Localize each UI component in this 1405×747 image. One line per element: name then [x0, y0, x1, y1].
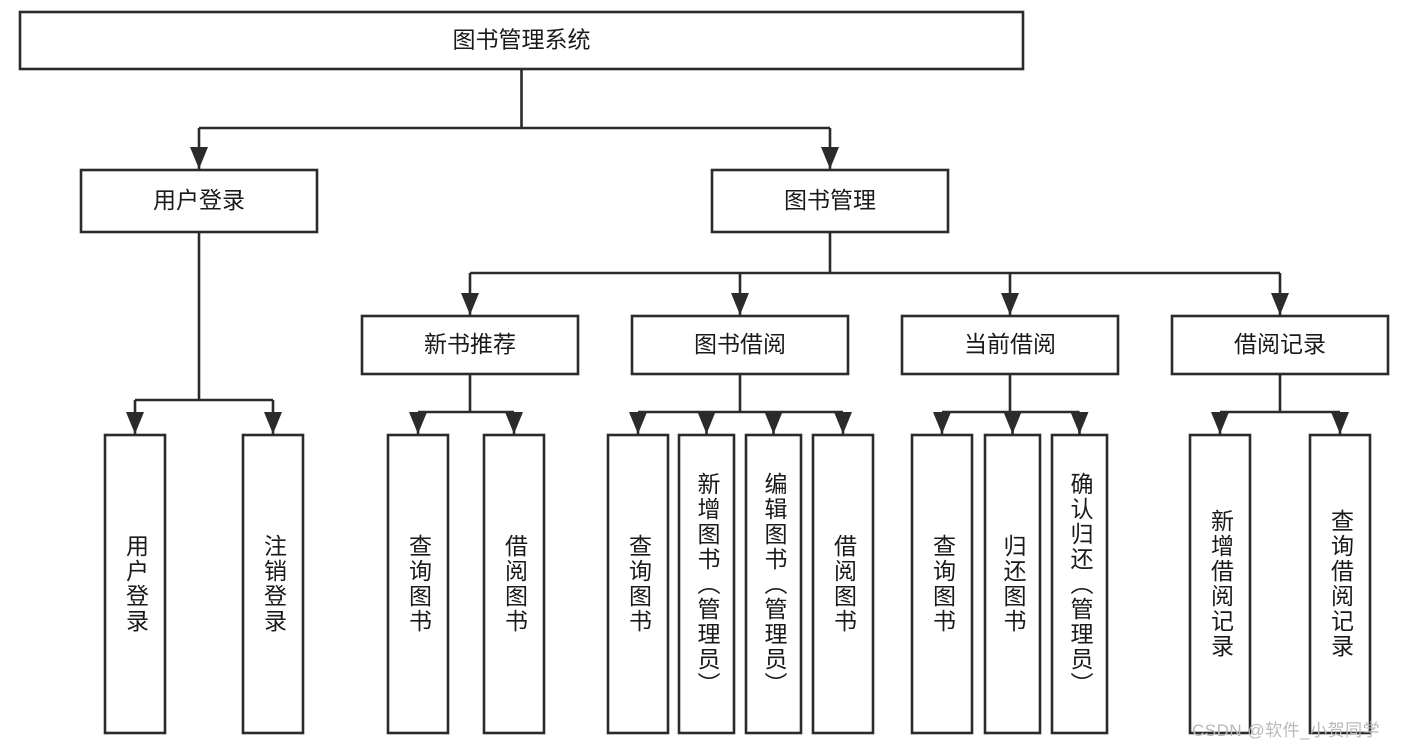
arrow-head-icon	[126, 412, 144, 434]
node-label-book-manage: 图书管理	[784, 187, 876, 213]
node-label-current-borrow: 当前借阅	[964, 331, 1056, 357]
arrow-head-icon	[834, 412, 852, 434]
arrow-head-icon	[1070, 412, 1089, 434]
node-box-leaf-borrow-edit[interactable]	[744, 433, 803, 735]
boxes-layer	[18, 10, 1390, 735]
node-label-root: 图书管理系统	[453, 27, 591, 53]
node-box-leaf-rec-query[interactable]	[386, 433, 450, 735]
arrow-head-icon	[697, 412, 716, 434]
node-box-leaf-borrow-lend[interactable]	[811, 433, 875, 735]
arrow-head-icon	[505, 412, 523, 434]
node-box-new-book-rec[interactable]	[360, 314, 580, 376]
node-box-borrow-record[interactable]	[1170, 314, 1390, 376]
node-box-current-borrow[interactable]	[900, 314, 1120, 376]
node-label-book-borrow: 图书借阅	[694, 331, 786, 357]
arrow-head-icon	[1003, 412, 1022, 434]
node-box-leaf-cur-return[interactable]	[983, 433, 1042, 735]
node-box-leaf-user-login[interactable]	[103, 433, 167, 735]
node-box-leaf-cur-confirm[interactable]	[1050, 433, 1109, 735]
node-box-leaf-borrow-add[interactable]	[677, 433, 736, 735]
node-box-book-manage[interactable]	[710, 168, 950, 234]
arrow-head-icon	[409, 412, 427, 434]
node-label-borrow-record: 借阅记录	[1234, 331, 1326, 357]
node-label-new-book-rec: 新书推荐	[424, 331, 516, 357]
arrow-head-icon	[461, 293, 479, 315]
arrow-head-icon	[821, 147, 839, 169]
csdn-watermark: CSDN @软件_小贺同学	[1192, 721, 1381, 740]
connectors-layer	[126, 69, 1349, 434]
arrow-head-icon	[1001, 293, 1019, 315]
node-label-user-login: 用户登录	[153, 187, 245, 213]
node-box-user-login[interactable]	[79, 168, 319, 234]
arrow-head-icon	[1211, 412, 1229, 434]
node-box-book-borrow[interactable]	[630, 314, 850, 376]
node-box-root[interactable]	[18, 10, 1025, 71]
arrow-head-icon	[629, 412, 647, 434]
node-box-leaf-user-logout[interactable]	[241, 433, 305, 735]
arrow-head-icon	[1331, 412, 1349, 434]
node-box-leaf-borrow-query[interactable]	[606, 433, 670, 735]
node-box-leaf-rec-add[interactable]	[1188, 433, 1252, 735]
node-box-leaf-rec-query2[interactable]	[1308, 433, 1372, 735]
node-box-leaf-rec-borrow[interactable]	[482, 433, 546, 735]
arrow-head-icon	[264, 412, 282, 434]
arrow-head-icon	[764, 412, 783, 434]
arrow-head-icon	[190, 147, 208, 169]
arrow-head-icon	[933, 412, 951, 434]
arrow-head-icon	[731, 293, 749, 315]
arrow-head-icon	[1271, 293, 1289, 315]
node-box-leaf-cur-query[interactable]	[910, 433, 974, 735]
